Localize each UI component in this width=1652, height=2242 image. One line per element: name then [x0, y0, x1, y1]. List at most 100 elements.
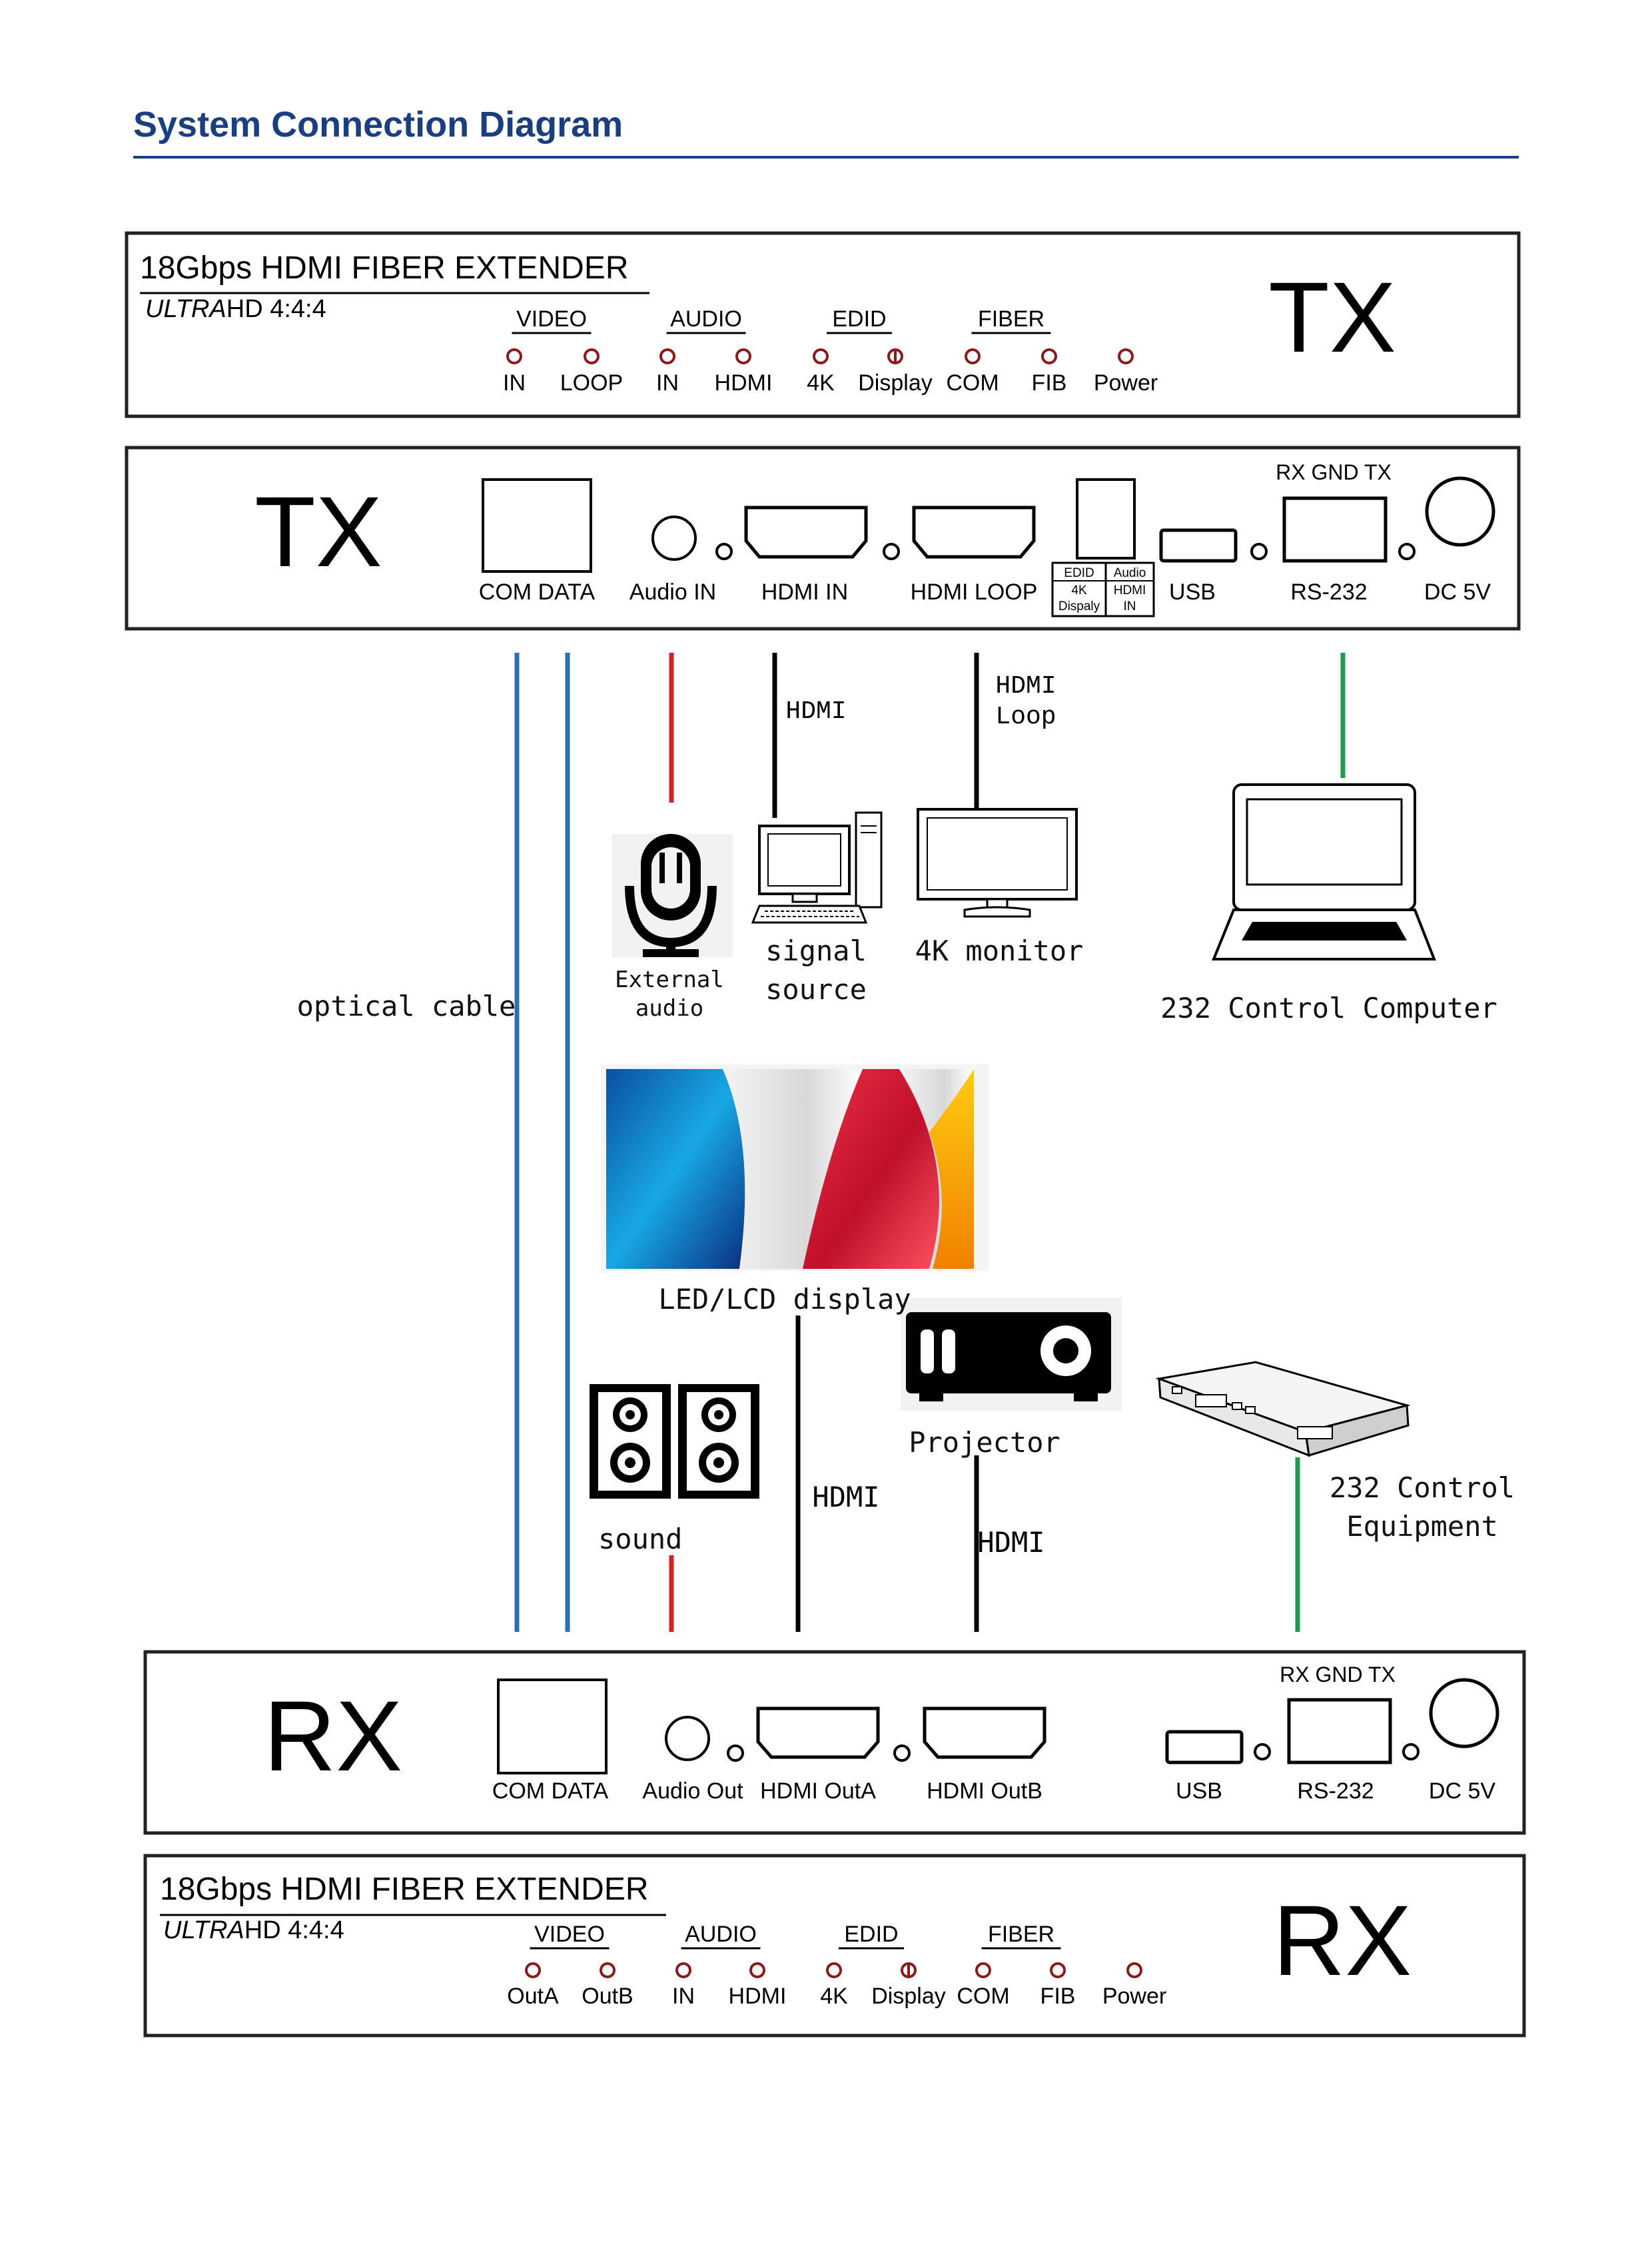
tx-group-label-fiber: FIBER: [978, 306, 1044, 332]
microphone-icon: [612, 834, 733, 957]
signal-source-label-2: source: [765, 973, 867, 1006]
rx-led-indicator-power: [1126, 1962, 1142, 1978]
rx-group-label-video: VIDEO: [534, 1922, 605, 1947]
rx-audio-out-jack: [665, 1716, 710, 1761]
tx-dc-power-jack: [1425, 476, 1495, 547]
led-display-label: LED/LCD display: [658, 1283, 911, 1315]
tx-back-badge: TX: [254, 476, 382, 587]
rx-front-subtitle: ULTRAHD 4:4:4: [163, 1916, 344, 1944]
tx-led-indicator-in: [506, 348, 522, 364]
rx-front-panel: 18Gbps HDMI FIBER EXTENDER ULTRAHD 4:4:4…: [143, 1854, 1526, 2038]
tx-rs232-port: [1282, 496, 1388, 563]
rx-led-indicator-in: [675, 1962, 691, 1978]
rx-led-label-in: IN: [672, 1984, 695, 2009]
rx-led-label-outb: OutB: [582, 1984, 633, 2009]
rx-port-label-rs-232: RS-232: [1297, 1778, 1374, 1804]
rx-rs232-port: [1287, 1698, 1392, 1764]
tx-dip-legend-audio: Audio: [1114, 566, 1146, 580]
monitor-icon: [917, 808, 1078, 918]
tx-com-data-port: [482, 478, 592, 573]
tx-port-label-hdmi-in: HDMI IN: [761, 579, 848, 605]
tx-port-label-usb: USB: [1169, 579, 1216, 605]
led-display-image: [601, 1064, 989, 1271]
rx-led-dot: [893, 1744, 911, 1762]
tx-led-label-fib: FIB: [1032, 370, 1067, 396]
projector-label: Projector: [909, 1426, 1060, 1459]
rx-led-label-display: Display: [871, 1984, 945, 2009]
tx-led-indicator-in: [659, 348, 675, 364]
rx-port-label-hdmi-outb: HDMI OutB: [927, 1778, 1042, 1804]
cable-labels: HDMI HDMI Loop HDMI HDMI: [785, 672, 1056, 1559]
tx-led-indicator-4k: [813, 348, 829, 364]
tx-led-dot: [1398, 543, 1416, 560]
tx-led-label-power: Power: [1094, 370, 1158, 396]
desktop-computer-icon: [751, 811, 883, 924]
tx-led-indicator-loop: [584, 348, 600, 364]
rx-front-badge: RX: [1273, 1884, 1412, 1996]
rx-port-label-com-data: COM DATA: [492, 1778, 609, 1804]
cables: [514, 653, 1346, 1632]
external-audio-label-1: External: [615, 966, 724, 993]
tx-led-label-in: IN: [656, 370, 679, 396]
tx-group-label-edid: EDID: [832, 306, 886, 332]
tx-front-panel: 18Gbps HDMI FIBER EXTENDER ULTRAHD 4:4:4…: [125, 231, 1521, 418]
tx-dip-legend-4k: 4K: [1071, 583, 1087, 597]
tx-led-dot: [715, 543, 733, 560]
hdmi-out-a-cable-label: HDMI: [812, 1481, 879, 1513]
control-equipment-label-2: Equipment: [1346, 1510, 1498, 1543]
rx-led-dot: [727, 1744, 744, 1762]
rx-back-badge: RX: [264, 1680, 402, 1792]
hdmi-in-cable-label: HDMI: [785, 697, 846, 726]
tx-led-label-com: COM: [946, 370, 999, 396]
rx-hdmi-out-b-port: [923, 1706, 1046, 1759]
tx-port-label-dc-5v: DC 5V: [1424, 579, 1491, 605]
laptop-icon: [1212, 783, 1436, 960]
rx-front-product-name: 18Gbps HDMI FIBER EXTENDER: [160, 1872, 649, 1907]
rx-port-label-dc-5v: DC 5V: [1429, 1778, 1495, 1804]
tx-dip-switch: [1076, 478, 1136, 560]
tx-dip-legend-hdmi: HDMI: [1114, 583, 1146, 597]
tx-front-subtitle: ULTRAHD 4:4:4: [145, 295, 326, 323]
tx-hdmi-in-port: [744, 506, 868, 559]
rx-led-label-4k: 4K: [820, 1984, 848, 2009]
title-rule: [133, 156, 1519, 159]
rx-hdmi-out-a-port: [756, 1706, 880, 1759]
rx-com-data-port: [497, 1679, 608, 1774]
monitor-label: 4K monitor: [915, 934, 1084, 967]
tx-led-indicator-fib: [1041, 348, 1057, 364]
speakers-icon: [590, 1384, 759, 1499]
tx-port-label-com-data: COM DATA: [479, 579, 596, 605]
tx-port-label-hdmi-loop: HDMI LOOP: [911, 579, 1038, 605]
device-labels: optical cable External audio signal sour…: [297, 934, 1515, 1555]
rx-group-label-edid: EDID: [844, 1922, 898, 1947]
tx-led-dot: [1250, 543, 1268, 560]
rx-led-label-power: Power: [1102, 1984, 1166, 2009]
rx-led-label-hdmi: HDMI: [729, 1984, 787, 2009]
optical-cable-label: optical cable: [297, 990, 516, 1022]
rx-led-indicator-outb: [600, 1962, 616, 1978]
tx-group-label-audio: AUDIO: [670, 306, 742, 332]
tx-hdmi-loop-port: [912, 506, 1036, 559]
tx-port-label-rs-232: RS-232: [1290, 579, 1367, 605]
tx-led-indicator-hdmi: [735, 348, 751, 364]
rx-group-label-audio: AUDIO: [685, 1922, 757, 1947]
tx-front-product-name: 18Gbps HDMI FIBER EXTENDER: [140, 250, 629, 286]
rx-led-dot: [1402, 1743, 1420, 1760]
control-equipment-icon: [1155, 1361, 1411, 1457]
rx-led-indicator-fib: [1050, 1962, 1066, 1978]
rx-led-indicator-hdmi: [749, 1962, 765, 1978]
hdmi-out-b-cable-label: HDMI: [977, 1526, 1044, 1559]
tx-led-dot: [883, 543, 900, 560]
tx-led-label-in: IN: [503, 370, 526, 396]
tx-led-label-4k: 4K: [807, 370, 835, 396]
tx-group-label-video: VIDEO: [516, 306, 587, 332]
tx-led-label-hdmi: HDMI: [715, 370, 773, 396]
rx-led-indicator-4k: [826, 1962, 842, 1978]
rx-led-label-com: COM: [957, 1984, 1009, 2009]
tx-led-label-loop: LOOP: [560, 370, 623, 396]
signal-source-label-1: signal: [765, 934, 867, 967]
tx-rs232-pin-labels: RX GND TX: [1276, 460, 1392, 484]
